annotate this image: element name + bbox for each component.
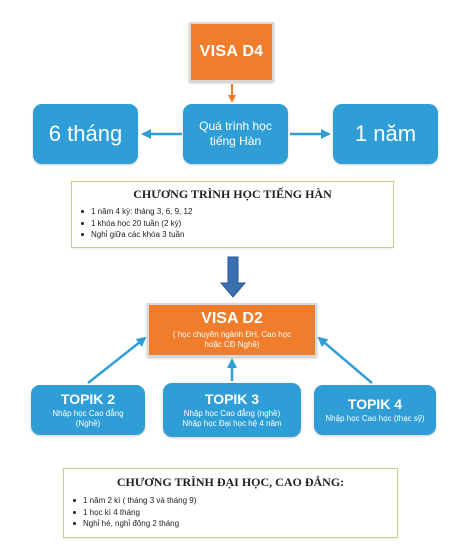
bullet-icon: [81, 210, 84, 213]
bullet-icon: [73, 522, 76, 525]
process-label: Quá trình học tiếng Hàn: [199, 119, 272, 148]
korean-program-panel: CHƯƠNG TRÌNH HỌC TIẾNG HÀN 1 năm 4 kỳ: t…: [71, 181, 394, 248]
topik-3-box: TOPIK 3 Nhập học Cao đẳng (nghề) Nhập họ…: [163, 383, 301, 437]
topik-3-line-1: Nhập học Cao đẳng (nghề): [183, 409, 281, 418]
visa-d4-label: VISA D4: [199, 43, 264, 60]
topik-2-title: TOPIK 2: [60, 391, 116, 407]
topik-3-title: TOPIK 3: [204, 391, 260, 407]
topik-3-line-2: Nhập học Đại học hệ 4 năm: [182, 419, 282, 428]
duration-6-thang-label: 6 tháng: [48, 121, 123, 146]
korean-program-list: 1 năm 4 kỳ: tháng 3, 6, 9, 12 1 khóa học…: [78, 206, 387, 241]
arrow-topik4-to-d2: [317, 336, 373, 384]
list-item: Nghỉ hè, nghỉ đông 2 tháng: [70, 518, 391, 530]
arrow-down-to-d2: [219, 256, 247, 298]
list-item: 1 năm 2 kì ( tháng 3 và tháng 9): [70, 495, 391, 507]
korean-program-title: CHƯƠNG TRÌNH HỌC TIẾNG HÀN: [133, 187, 332, 201]
list-item: Nghỉ giữa các khóa 3 tuần: [78, 229, 387, 241]
visa-d2-label: VISA D2: [201, 310, 263, 327]
bullet-icon: [73, 510, 76, 514]
topik-2-line-1: Nhập học Cao đẳng: [52, 409, 124, 418]
topik-4-title: TOPIK 4: [347, 396, 403, 412]
visa-d2-box: VISA D2 ( học chuyên ngành ĐH, Cao học h…: [147, 303, 317, 357]
list-item: 1 học kì 4 tháng: [70, 507, 391, 519]
university-program-title: CHƯƠNG TRÌNH ĐẠI HỌC, CAO ĐẲNG:: [116, 475, 345, 489]
duration-1-nam-label: 1 năm: [354, 121, 417, 146]
process-box: Quá trình học tiếng Hàn: [183, 104, 288, 164]
bullet-icon: [81, 233, 84, 236]
arrow-topik2-to-d2: [87, 336, 147, 384]
topik-4-box: TOPIK 4 Nhập học Cao học (thạc sỹ): [314, 385, 436, 435]
bullet-icon: [81, 221, 84, 225]
duration-1-nam-box: 1 năm: [333, 104, 438, 164]
visa-d4-box: VISA D4: [189, 22, 274, 82]
topik-2-line-2: (Nghề): [75, 419, 101, 428]
duration-6-thang-box: 6 tháng: [33, 104, 138, 164]
list-item: 1 khóa học 20 tuần (2 kỳ): [78, 218, 387, 230]
university-program-list: 1 năm 2 kì ( tháng 3 và tháng 9) 1 học k…: [70, 495, 391, 530]
visa-d2-subtitle: ( học chuyên ngành ĐH, Cao học hoặc CĐ N…: [172, 330, 292, 349]
university-program-panel: CHƯƠNG TRÌNH ĐẠI HỌC, CAO ĐẲNG: 1 năm 2 …: [63, 468, 398, 538]
bullet-icon: [73, 499, 76, 502]
topik-4-line-1: Nhập học Cao học (thạc sỹ): [325, 414, 425, 423]
list-item: 1 năm 4 kỳ: tháng 3, 6, 9, 12: [78, 206, 387, 218]
topik-2-box: TOPIK 2 Nhập học Cao đẳng (Nghề): [31, 385, 145, 435]
